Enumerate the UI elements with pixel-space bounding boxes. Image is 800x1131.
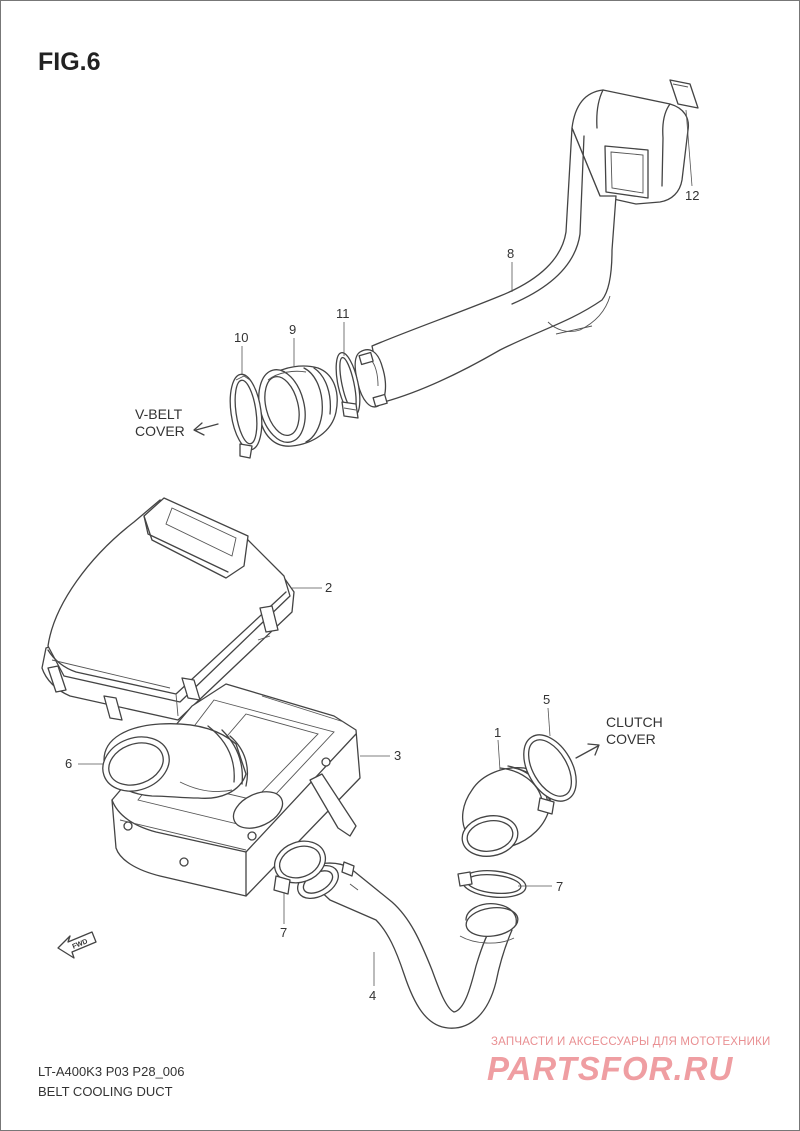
callout-7-left: 7 xyxy=(280,925,288,940)
vbelt-cover-label-line2: COVER xyxy=(135,423,185,439)
callout-8: 8 xyxy=(507,246,515,261)
part-4-lower-duct xyxy=(297,861,519,1029)
callout-11: 11 xyxy=(336,306,350,321)
part-5-gasket xyxy=(523,734,577,815)
callout-9: 9 xyxy=(289,322,297,337)
callout-5: 5 xyxy=(543,692,551,707)
part-2-cover xyxy=(41,497,295,721)
fwd-arrow-icon xyxy=(57,931,97,959)
part-12-pad xyxy=(669,79,699,109)
callout-2: 2 xyxy=(325,580,333,595)
part-7-clamp-right xyxy=(457,869,527,899)
arrow-to-clutch-cover xyxy=(575,743,600,759)
part-10-gasket xyxy=(229,373,263,459)
figure-title: FIG.6 xyxy=(38,48,101,76)
callout-3: 3 xyxy=(394,748,402,763)
clutch-cover-label-line1: CLUTCH xyxy=(606,714,663,730)
leader-lines xyxy=(78,109,693,986)
vbelt-cover-label-line1: V-BELT xyxy=(135,406,183,422)
footer-model-code: LT-A400K3 P03 P28_006 xyxy=(38,1064,185,1079)
footer-section-title: BELT COOLING DUCT xyxy=(38,1084,173,1099)
part-9-joint xyxy=(258,365,338,447)
watermark-tagline: ЗАПЧАСТИ И АКСЕССУАРЫ ДЛЯ МОТОТЕХНИКИ xyxy=(491,1036,771,1048)
callout-10: 10 xyxy=(234,330,249,345)
callout-12: 12 xyxy=(685,188,700,203)
clutch-cover-label-line2: COVER xyxy=(606,731,656,747)
callout-6: 6 xyxy=(65,756,73,771)
watermark-logo: PARTSFOR.RU xyxy=(487,1050,734,1087)
arrow-to-vbelt-cover xyxy=(193,422,219,436)
callout-4: 4 xyxy=(369,988,377,1003)
part-6-elbow xyxy=(102,723,249,799)
callout-7-right: 7 xyxy=(556,879,564,894)
part-11-clamp xyxy=(335,351,361,419)
part-7-clamp-left xyxy=(273,840,327,895)
part-1-joint xyxy=(461,765,551,857)
part-8-upper-duct xyxy=(354,89,690,408)
callout-1: 1 xyxy=(494,725,502,740)
